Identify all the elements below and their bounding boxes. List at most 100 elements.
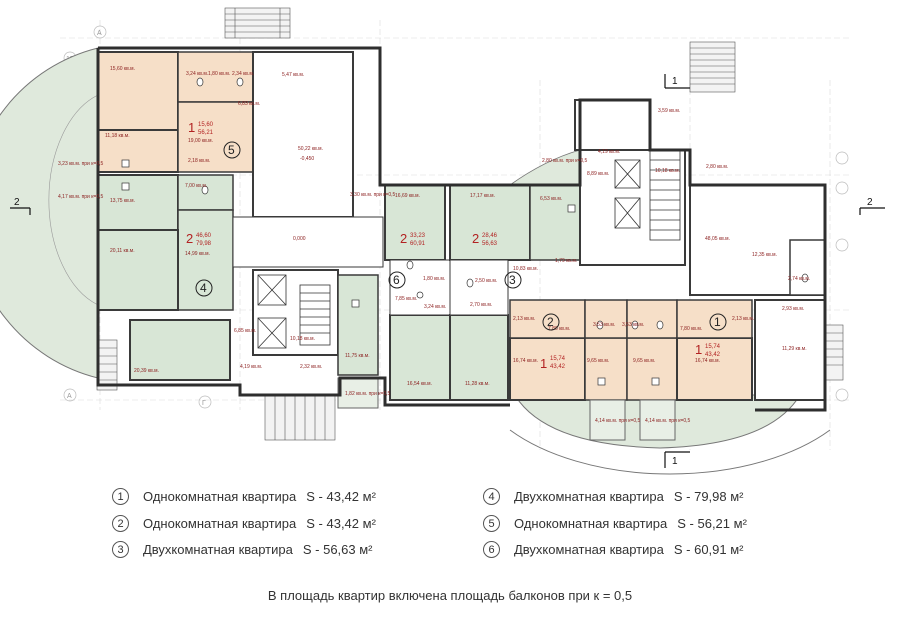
- apartment-total-area: 43,42: [705, 352, 721, 358]
- apt3-kitchen: [529, 184, 581, 261]
- legend-name: Двухкомнатная квартира: [143, 542, 293, 557]
- section-marker-label: 2: [14, 197, 20, 208]
- legend-area: S - 56,21 м²: [677, 516, 747, 531]
- type-circle-label: 4: [200, 281, 207, 295]
- room-label: 16,69 кв.м.: [395, 193, 420, 199]
- room-label: 3,59 кв.м.: [658, 108, 680, 114]
- room-label: 7,80 кв.м.: [548, 326, 570, 332]
- section-marker-2-left: [10, 207, 31, 215]
- apartment-total-area: 56,21: [198, 130, 214, 136]
- apt4-room1: [97, 229, 179, 311]
- room-label: 3,53 кв.м.: [593, 322, 615, 328]
- apt3-hall: [449, 259, 509, 316]
- section-marker-1-bottom: [664, 451, 690, 468]
- apt3-room2: [449, 314, 509, 401]
- apt2-bath: [584, 299, 628, 339]
- balcony-note: В площадь квартир включена площадь балко…: [267, 588, 633, 603]
- room-label: 2,74 кв.м.: [788, 276, 810, 282]
- room-label: 2,70 кв.м.: [470, 302, 492, 308]
- room-label: 9,65 кв.м.: [633, 358, 655, 364]
- room-label: 48,05 кв.м.: [705, 236, 730, 242]
- room-label: 16,74 кв.м.: [695, 358, 720, 364]
- apartment-total-area: 60,91: [410, 241, 426, 247]
- axis-label: A: [97, 30, 102, 37]
- legend-item: 2 Однокомнатная квартира S - 43,42 м²: [112, 515, 376, 532]
- section-marker-label: 1: [672, 456, 678, 467]
- apt1-room: [676, 337, 753, 401]
- room-label: 2,34 кв.м.: [232, 71, 254, 77]
- floor-plan: A 15 A A Г: [0, 7, 885, 475]
- right-small-room: [789, 239, 826, 296]
- room-label: 12,35 кв.м.: [752, 252, 777, 258]
- apartment-number: 1: [188, 120, 195, 135]
- lift-shafts-left: [257, 274, 331, 349]
- upper-right-rooms: [574, 99, 651, 151]
- room-label: 11,28 кв.м.: [465, 381, 490, 387]
- apt3-room1: [449, 184, 531, 261]
- room-label: 4,14 кв.м. при к=0,5: [645, 418, 691, 424]
- fixtures: [121, 77, 809, 386]
- type-circle-label: 3: [509, 273, 516, 287]
- room-label: 16,74 кв.м.: [513, 358, 538, 364]
- apartment-living-area: 15,74: [550, 356, 566, 362]
- room-label: 3,30 кв.м. при к=0,5: [350, 192, 396, 198]
- legend-area: S - 43,42 м²: [306, 516, 376, 531]
- room-label: 4,17 кв.м. при к=0,5: [58, 194, 104, 200]
- room-label: 2,80 кв.м.: [706, 164, 728, 170]
- room-label: 1,79 кв.м.: [555, 258, 577, 264]
- apt5-bath: [177, 51, 254, 103]
- outer-walls: [96, 46, 827, 412]
- legend-number: 2: [112, 515, 129, 532]
- stairs-left-bottom: [96, 339, 118, 391]
- apartment-number: 2: [472, 231, 479, 246]
- room-label: 2,32 кв.м.: [300, 364, 322, 370]
- room-label: 11,29 кв.м.: [782, 346, 807, 352]
- right-round-balcony: [509, 429, 831, 475]
- legend-item: 5 Однокомнатная квартира S - 56,21 м²: [483, 515, 747, 532]
- room-label: 2,50 кв.м.: [475, 278, 497, 284]
- legend-name: Однокомнатная квартира: [143, 516, 297, 531]
- lobby: [252, 51, 354, 218]
- room-label: 6,53 кв.м.: [540, 196, 562, 202]
- legend-item: 6 Двухкомнатная квартира S - 60,91 м²: [483, 541, 744, 558]
- apartment-total-area: 43,42: [550, 364, 566, 370]
- section-marker-label: 2: [867, 197, 873, 208]
- apt2-hall: [509, 299, 586, 339]
- room-label: 11,75 кв.м.: [345, 353, 370, 359]
- legend-name: Однокомнатная квартира: [514, 516, 668, 531]
- section-marker-2-right: [859, 207, 885, 215]
- type-circle-label: 1: [714, 315, 721, 329]
- room-label: 3,23 кв.м. при к=0,5: [58, 161, 104, 167]
- apartment-total-area: 56,63: [482, 241, 498, 247]
- legend-name: Двухкомнатная квартира: [514, 542, 664, 557]
- type-circle-label: 6: [393, 273, 400, 287]
- balcony-bottom-left: [589, 399, 626, 441]
- lift-shafts-right: [614, 149, 681, 241]
- room-label: 8,89 кв.м.: [587, 171, 609, 177]
- room-label: 10,18 кв.м.: [655, 168, 680, 174]
- room-label: 9,65 кв.м.: [587, 358, 609, 364]
- apt2-room: [509, 337, 586, 401]
- legend-number: 4: [483, 488, 500, 505]
- apt1-kitchen: [626, 337, 678, 401]
- room-label: 3,24 кв.м.: [186, 71, 208, 77]
- apartment-tags: 1 15,60 56,21 2 46,60 79,98 2 33,23 60,9…: [186, 120, 721, 371]
- legend-number: 1: [112, 488, 129, 505]
- entrance-stairs-top: [224, 7, 291, 39]
- ramp-bottom-center: [264, 394, 336, 441]
- room-label: 2,80 кв.м. при к=0,5: [542, 158, 588, 164]
- room-label: 2,18 кв.м.: [188, 158, 210, 164]
- room-label: 1,80 кв.м.: [208, 71, 230, 77]
- left-round-balcony-inner: [48, 94, 99, 306]
- room-label: 10,83 кв.м.: [513, 266, 538, 272]
- apartment-number: 1: [695, 342, 702, 357]
- apartment-total-area: 79,98: [196, 241, 212, 247]
- balcony-bottom-right: [639, 399, 676, 441]
- legend-area: S - 43,42 м²: [306, 489, 376, 504]
- room-label: 7,80 кв.м.: [680, 326, 702, 332]
- apt1-hall: [676, 299, 753, 339]
- left-round-balcony: [0, 47, 99, 379]
- room-label: 20,11 кв.м.: [110, 248, 135, 254]
- apartment-living-area: 33,23: [410, 233, 426, 239]
- room-label: 13,75 кв.м.: [110, 198, 135, 204]
